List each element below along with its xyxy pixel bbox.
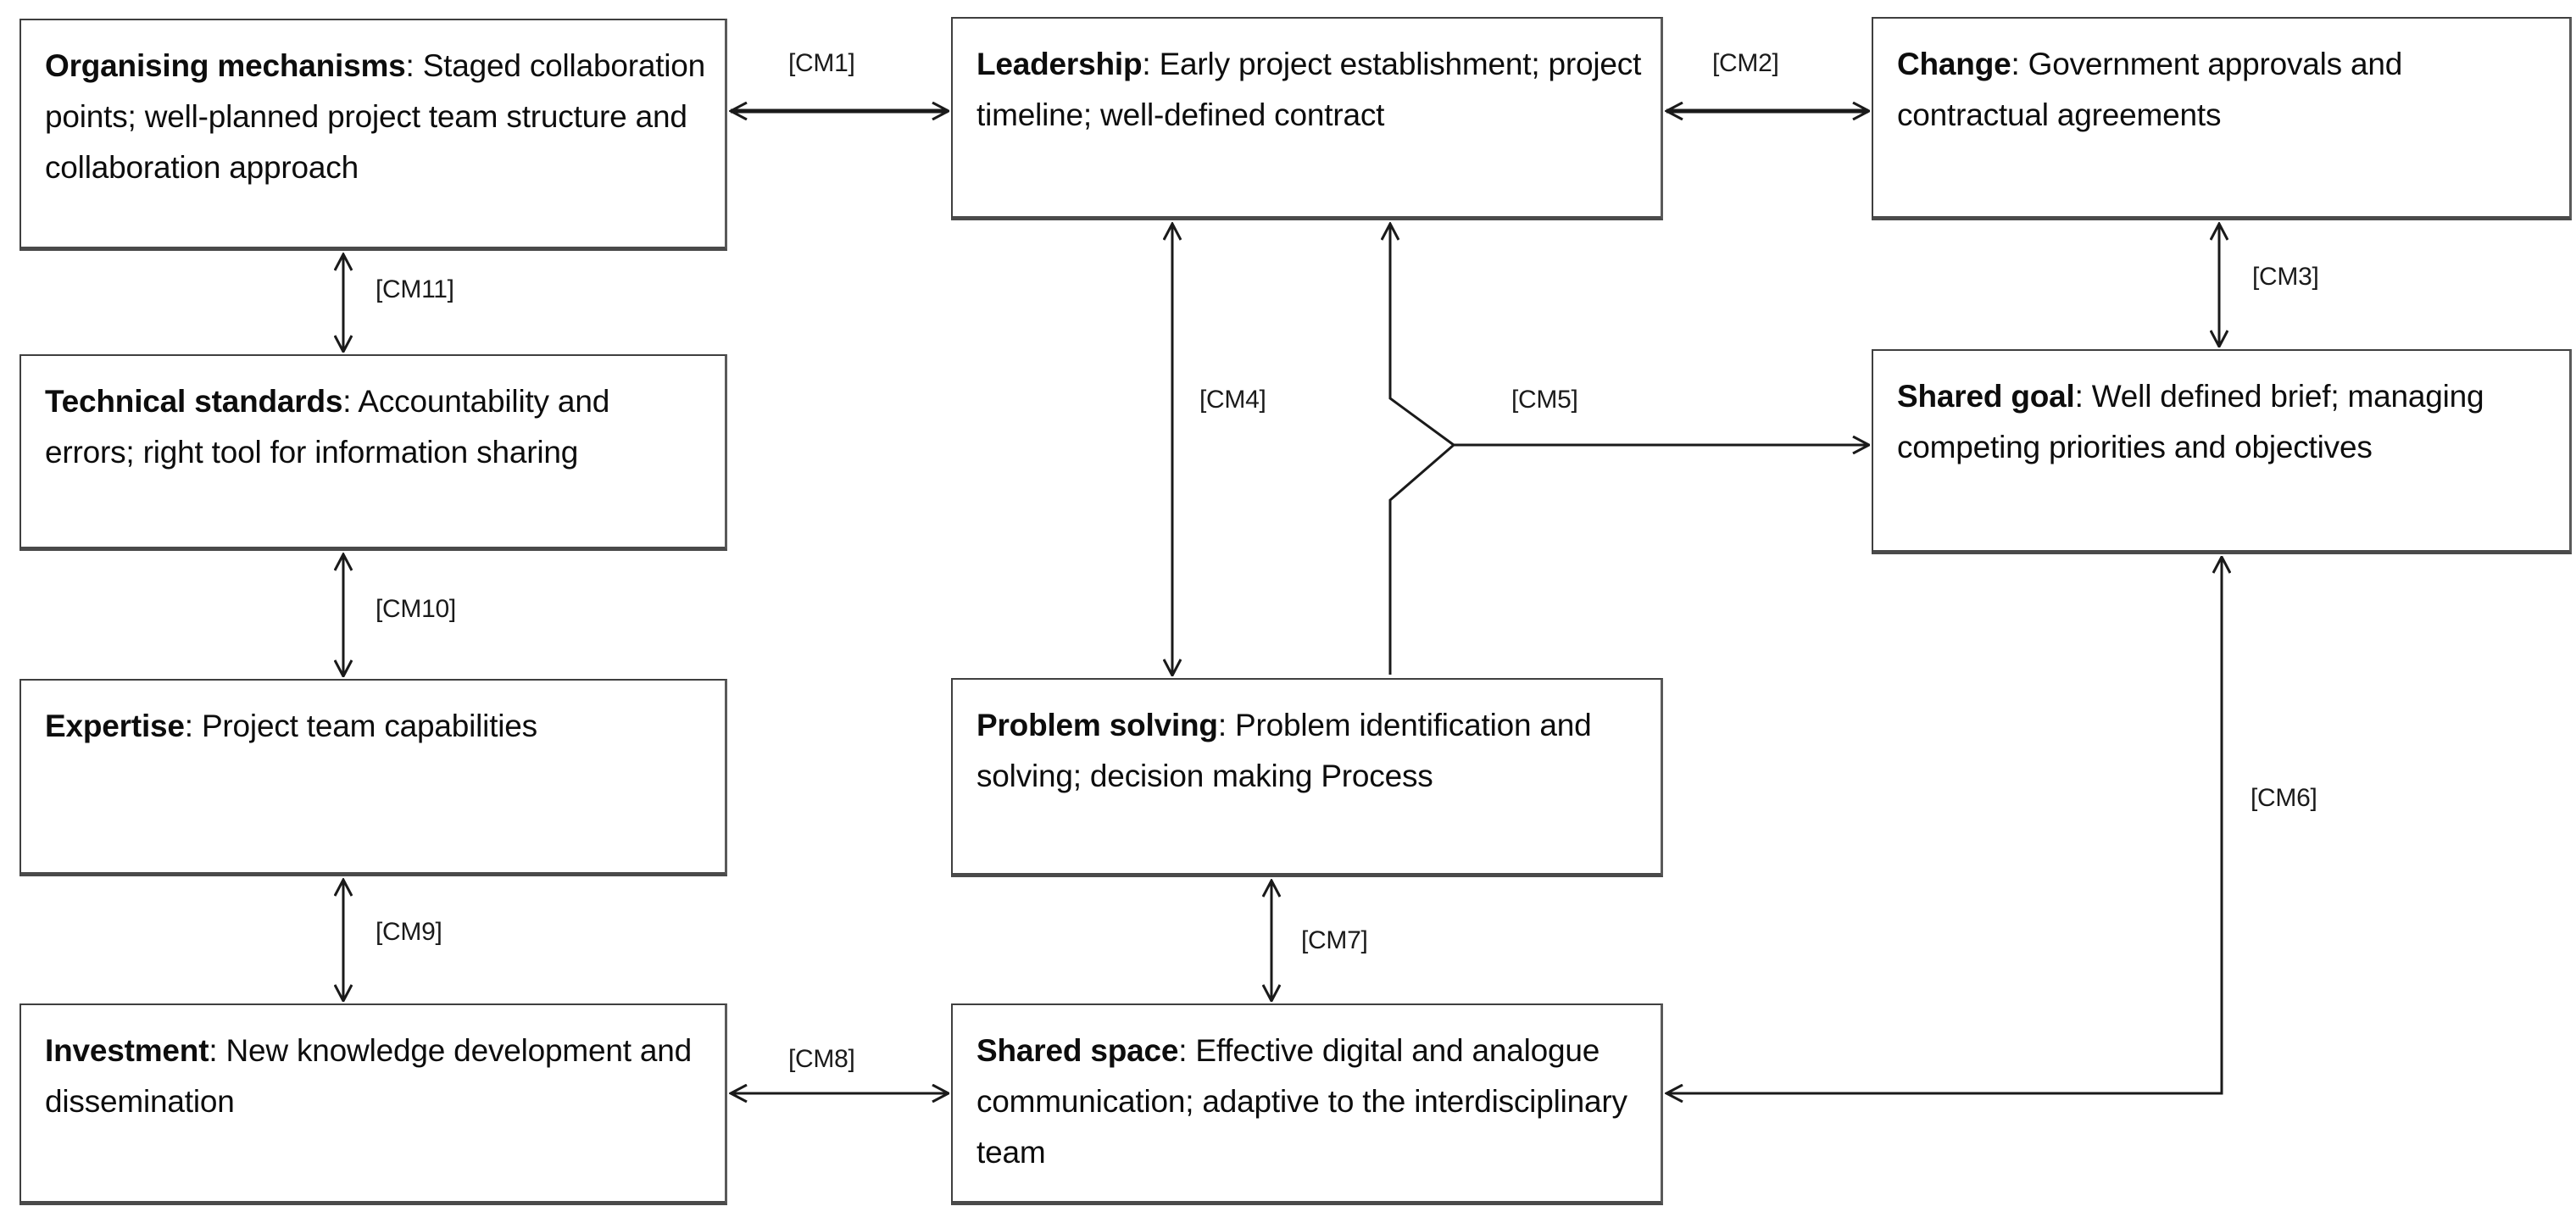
edge-label-CM11: [CM11] xyxy=(376,275,454,303)
node-organising-mechanisms-body: : Staged collaboration points; well-plan… xyxy=(45,48,706,185)
node-shared-goal-text: Shared goal: Well defined brief; managin… xyxy=(1897,371,2551,473)
node-problem-solving-body: : Problem identification and solving; de… xyxy=(976,708,1592,793)
node-technical-standards-body: : Accountability and errors; right tool … xyxy=(45,384,610,470)
node-leadership-text: Leadership: Early project establishment;… xyxy=(976,39,1642,141)
node-shared-goal-title: Shared goal xyxy=(1897,379,2075,414)
edge-label-CM5: [CM5] xyxy=(1511,386,1578,414)
node-shared-space-title: Shared space xyxy=(976,1033,1179,1068)
node-shared-space-text: Shared space: Effective digital and anal… xyxy=(976,1026,1642,1178)
edge-label-CM10: [CM10] xyxy=(376,595,456,623)
node-problem-solving-text: Problem solving: Problem identification … xyxy=(976,700,1642,802)
edge-label-CM8: [CM8] xyxy=(788,1045,855,1073)
edge-label-CM1: [CM1] xyxy=(788,49,855,77)
edge-CM5-lower-branch xyxy=(1388,443,1455,675)
edge-CM6 xyxy=(1666,558,2222,1093)
node-expertise[interactable]: Expertise: Project team capabilities xyxy=(19,679,727,876)
node-leadership-body: : Early project establishment; project t… xyxy=(976,47,1642,132)
edge-label-CM2: [CM2] xyxy=(1712,49,1779,77)
node-expertise-text: Expertise: Project team capabilities xyxy=(45,701,706,752)
node-change[interactable]: Change: Government approvals and contrac… xyxy=(1872,17,2572,220)
node-problem-solving[interactable]: Problem solving: Problem identification … xyxy=(951,678,1663,877)
edge-label-CM7: [CM7] xyxy=(1301,926,1368,954)
node-organising-mechanisms-title: Organising mechanisms xyxy=(45,48,406,83)
node-expertise-body: : Project team capabilities xyxy=(184,709,537,743)
node-shared-goal-body: : Well defined brief; managing competing… xyxy=(1897,379,2484,464)
node-organising-mechanisms[interactable]: Organising mechanisms: Staged collaborat… xyxy=(19,19,727,251)
node-investment-body: : New knowledge development and dissemin… xyxy=(45,1033,693,1119)
node-investment-title: Investment xyxy=(45,1033,209,1068)
node-shared-space-body: : Effective digital and analogue communi… xyxy=(976,1033,1627,1170)
node-leadership[interactable]: Leadership: Early project establishment;… xyxy=(951,17,1663,220)
node-problem-solving-title: Problem solving xyxy=(976,708,1218,742)
node-technical-standards-title: Technical standards xyxy=(45,384,343,419)
node-leadership-title: Leadership xyxy=(976,47,1143,81)
edge-label-CM9: [CM9] xyxy=(376,918,442,946)
edge-label-CM3: [CM3] xyxy=(2252,263,2319,291)
node-expertise-title: Expertise xyxy=(45,709,185,743)
node-change-body: : Government approvals and contractual a… xyxy=(1897,47,2403,132)
node-shared-space[interactable]: Shared space: Effective digital and anal… xyxy=(951,1003,1663,1205)
node-technical-standards[interactable]: Technical standards: Accountability and … xyxy=(19,354,727,551)
node-technical-standards-text: Technical standards: Accountability and … xyxy=(45,376,706,478)
node-investment[interactable]: Investment: New knowledge development an… xyxy=(19,1003,727,1205)
node-investment-text: Investment: New knowledge development an… xyxy=(45,1026,706,1127)
edge-CM5-upper-branch xyxy=(1390,224,1455,447)
node-change-title: Change xyxy=(1897,47,2011,81)
edge-label-CM6: [CM6] xyxy=(2251,784,2317,812)
node-shared-goal[interactable]: Shared goal: Well defined brief; managin… xyxy=(1872,349,2572,554)
node-organising-mechanisms-text: Organising mechanisms: Staged collaborat… xyxy=(45,41,706,193)
node-change-text: Change: Government approvals and contrac… xyxy=(1897,39,2551,141)
edge-label-CM4: [CM4] xyxy=(1199,386,1266,414)
